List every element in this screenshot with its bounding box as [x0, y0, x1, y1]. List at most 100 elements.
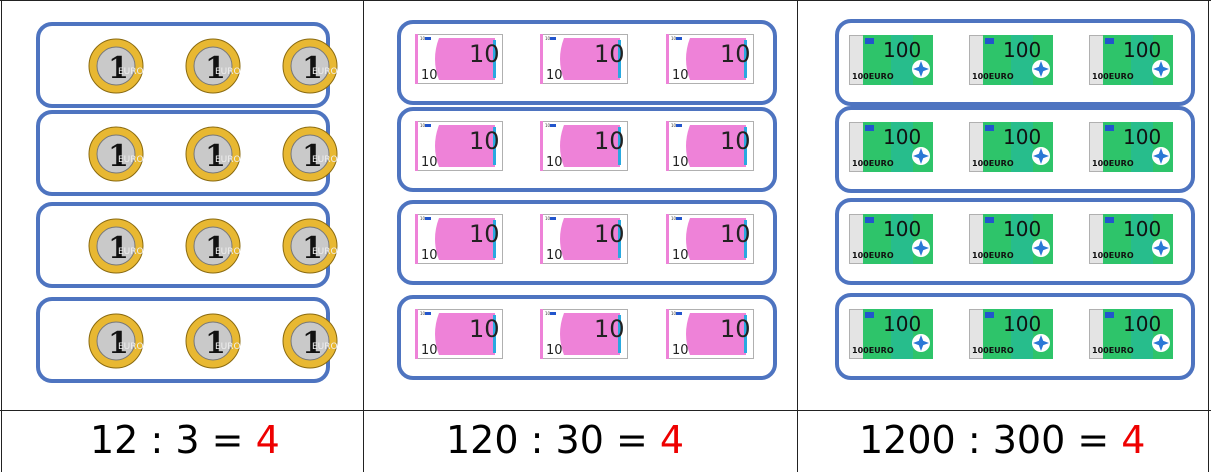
svg-text:10: 10: [594, 127, 625, 155]
one-euro-coin-icon: 1 EURO: [282, 126, 338, 182]
ten-euro-note-icon: 10 10 10: [415, 121, 503, 171]
one-euro-coin-icon: 1 EURO: [185, 218, 241, 274]
ten-euro-note-icon: 10 10 10: [415, 34, 503, 84]
dividend: 1200: [859, 418, 956, 462]
ten-euro-note-icon: 10 10 10: [540, 121, 628, 171]
equals-sign: =: [616, 418, 648, 462]
answer: 4: [1121, 418, 1145, 462]
group-box: 10 10 10 10 10 10 10 10 10: [397, 20, 777, 105]
table-border-left: [1, 0, 2, 472]
svg-text:100EURO: 100EURO: [852, 72, 894, 81]
svg-text:100: 100: [883, 38, 921, 62]
hundred-euro-note-icon: 100 100EURO: [969, 214, 1053, 264]
group-box: 1 EURO 1 EURO 1 EURO: [36, 297, 330, 383]
ten-euro-note-icon: 10 10 10: [540, 34, 628, 84]
svg-text:10: 10: [545, 311, 551, 316]
answer: 4: [660, 418, 684, 462]
svg-text:10: 10: [545, 216, 551, 221]
ten-euro-note-icon: 10 10 10: [415, 214, 503, 264]
hundred-euro-note-icon: 100 100EURO: [849, 122, 933, 172]
svg-text:100EURO: 100EURO: [852, 251, 894, 260]
svg-text:100EURO: 100EURO: [1092, 251, 1134, 260]
svg-text:10: 10: [546, 68, 563, 83]
equals-sign: =: [1077, 418, 1109, 462]
svg-text:EURO: EURO: [118, 67, 144, 77]
ten-euro-note-icon: 10 10 10: [666, 214, 754, 264]
svg-text:100: 100: [1123, 312, 1161, 336]
ten-euro-note-icon: 10 10 10: [540, 214, 628, 264]
ten-euro-note-icon: 10 10 10: [666, 309, 754, 359]
svg-text:100: 100: [1003, 125, 1041, 149]
svg-text:10: 10: [420, 311, 426, 316]
svg-text:10: 10: [469, 127, 500, 155]
svg-text:EURO: EURO: [215, 247, 241, 257]
svg-text:10: 10: [546, 248, 563, 263]
svg-text:10: 10: [594, 220, 625, 248]
divisor: 30: [556, 418, 604, 462]
svg-text:10: 10: [546, 155, 563, 170]
equation-coins: 12 : 3 = 4: [90, 418, 280, 462]
hundred-euro-note-icon: 100 100EURO: [849, 309, 933, 359]
svg-text:100: 100: [1123, 125, 1161, 149]
one-euro-coin-icon: 1 EURO: [185, 38, 241, 94]
answer: 4: [256, 418, 280, 462]
svg-text:EURO: EURO: [215, 67, 241, 77]
svg-text:100: 100: [1003, 38, 1041, 62]
svg-text:10: 10: [594, 315, 625, 343]
svg-text:100: 100: [883, 312, 921, 336]
svg-text:100: 100: [883, 217, 921, 241]
svg-text:EURO: EURO: [312, 155, 338, 165]
svg-text:10: 10: [421, 155, 438, 170]
equation-ten-euro-notes: 120 : 30 = 4: [446, 418, 684, 462]
group-box: 100 100EURO 100 100EURO 100 100EURO: [835, 106, 1195, 193]
svg-text:10: 10: [672, 248, 689, 263]
svg-text:10: 10: [546, 343, 563, 358]
svg-text:100: 100: [1123, 217, 1161, 241]
dividend: 120: [446, 418, 519, 462]
divisor: 3: [175, 418, 199, 462]
svg-text:10: 10: [720, 315, 751, 343]
svg-text:10: 10: [672, 155, 689, 170]
table-column-divider-1: [363, 0, 364, 472]
division-sign: :: [968, 418, 981, 462]
hundred-euro-note-icon: 100 100EURO: [849, 214, 933, 264]
hundred-euro-note-icon: 100 100EURO: [969, 35, 1053, 85]
svg-text:100EURO: 100EURO: [1092, 346, 1134, 355]
svg-text:100: 100: [1003, 217, 1041, 241]
svg-text:100: 100: [1003, 312, 1041, 336]
group-box: 1 EURO 1 EURO 1 EURO: [36, 22, 330, 108]
hundred-euro-note-icon: 100 100EURO: [1089, 122, 1173, 172]
svg-text:100EURO: 100EURO: [972, 346, 1014, 355]
ten-euro-note-icon: 10 10 10: [540, 309, 628, 359]
dividend: 12: [90, 418, 138, 462]
ten-euro-note-icon: 10 10 10: [415, 309, 503, 359]
ten-euro-note-icon: 10 10 10: [666, 121, 754, 171]
svg-text:100: 100: [883, 125, 921, 149]
svg-text:10: 10: [671, 36, 677, 41]
group-box: 1 EURO 1 EURO 1 EURO: [36, 202, 330, 288]
svg-text:EURO: EURO: [215, 155, 241, 165]
group-box: 100 100EURO 100 100EURO 100 100EURO: [835, 198, 1195, 285]
division-sign: :: [150, 418, 163, 462]
one-euro-coin-icon: 1 EURO: [88, 38, 144, 94]
svg-text:10: 10: [720, 40, 751, 68]
svg-text:100EURO: 100EURO: [1092, 72, 1134, 81]
equation-hundred-euro-notes: 1200 : 300 = 4: [859, 418, 1145, 462]
group-box: 10 10 10 10 10 10 10 10 10: [397, 295, 777, 380]
svg-text:100EURO: 100EURO: [972, 72, 1014, 81]
svg-text:100EURO: 100EURO: [852, 159, 894, 168]
hundred-euro-note-icon: 100 100EURO: [849, 35, 933, 85]
svg-text:100EURO: 100EURO: [972, 251, 1014, 260]
svg-text:10: 10: [469, 40, 500, 68]
group-box: 10 10 10 10 10 10 10 10 10: [397, 107, 777, 192]
svg-text:10: 10: [420, 216, 426, 221]
table-row-divider: [0, 410, 1211, 411]
svg-text:EURO: EURO: [312, 247, 338, 257]
svg-text:10: 10: [545, 123, 551, 128]
svg-text:10: 10: [469, 315, 500, 343]
division-sign: :: [531, 418, 544, 462]
svg-text:10: 10: [671, 123, 677, 128]
svg-text:10: 10: [545, 36, 551, 41]
one-euro-coin-icon: 1 EURO: [282, 218, 338, 274]
